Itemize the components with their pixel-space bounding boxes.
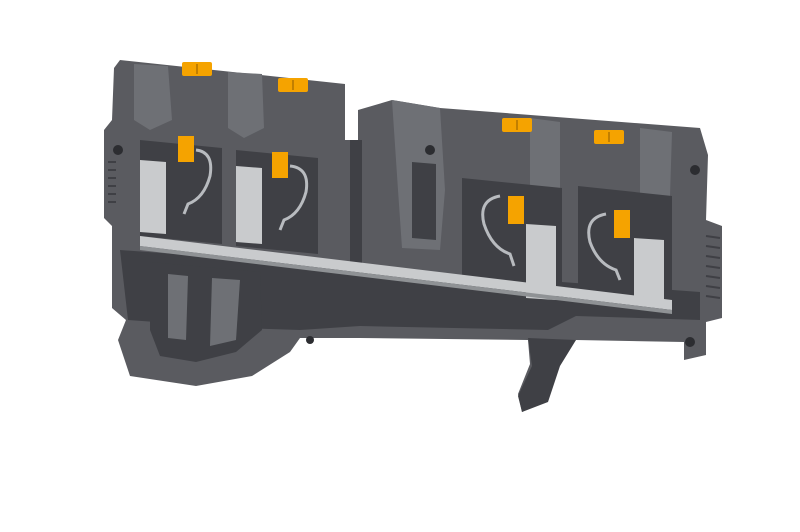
bus-bar (140, 236, 672, 310)
center-window (412, 162, 436, 240)
din-hook-right (518, 338, 576, 412)
actuator-ribs (196, 64, 610, 142)
bus-bar-shadow (140, 246, 672, 314)
clamp-1 (140, 62, 222, 244)
contact-plate (236, 166, 262, 244)
actuator-tab (508, 196, 524, 224)
actuator-tab (272, 152, 288, 178)
mount-hole-center (425, 145, 435, 155)
din-foot-left-slot-2 (210, 278, 240, 346)
spring (278, 164, 309, 231)
top-boss-4 (640, 128, 672, 206)
top-boss-1 (134, 64, 172, 130)
top-boss-3 (530, 118, 560, 198)
mount-hole-right-top (690, 165, 700, 175)
clamp-2 (236, 78, 318, 254)
clamp-3 (462, 118, 562, 300)
right-ribs (705, 235, 721, 299)
center-post (350, 140, 362, 300)
contact-plate (634, 238, 664, 306)
top-boss-2 (228, 72, 264, 138)
din-foot-left-slot-1 (168, 274, 188, 340)
spring (587, 212, 622, 281)
spring (182, 148, 213, 215)
mount-hole-left (113, 145, 123, 155)
actuator-tab (178, 136, 194, 162)
left-ribs (108, 161, 116, 203)
spring (481, 194, 516, 267)
terminal-block (104, 60, 722, 412)
actuator-tab (614, 210, 630, 238)
mount-hole-base (306, 336, 314, 344)
mount-hole-right-bottom (685, 337, 695, 347)
contact-plate (526, 224, 556, 300)
housing-base (120, 250, 700, 330)
contact-plate (140, 160, 166, 234)
